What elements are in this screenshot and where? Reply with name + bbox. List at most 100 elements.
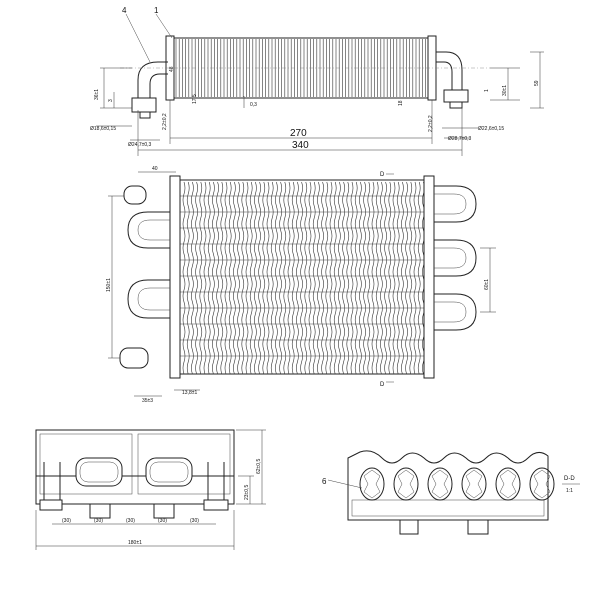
top-view: 4 1 340 270 48 36±1 3 17,5 0,3 2,2±0,2 Ø… — [90, 6, 544, 156]
front-view: D D 150±1 60±1 40 13,8±1 35±3 — [106, 166, 496, 404]
fin-wave — [182, 181, 186, 375]
dim-62: 62±0,5 — [256, 459, 262, 474]
fin-wave — [283, 181, 287, 375]
dim-1-right: 1 — [484, 89, 490, 92]
dim-35: 35±3 — [142, 398, 153, 404]
fin-wave — [359, 181, 362, 375]
top-left-elbow — [137, 61, 168, 108]
u-bend-left-inner — [137, 287, 170, 311]
fin-wave — [199, 181, 203, 375]
dim-pitch-1: (30) — [62, 518, 71, 524]
fin-wave — [392, 181, 396, 375]
fin-wave — [401, 181, 404, 375]
dim-overall-length: 340 — [292, 140, 309, 151]
dim-18: 18 — [398, 100, 404, 106]
section-tube — [393, 467, 419, 501]
front-left-u-bends — [127, 211, 170, 319]
callout-1: 1 — [154, 6, 159, 15]
section-turbulator — [397, 469, 415, 499]
end-outer-frame — [35, 429, 235, 505]
fin-wave — [237, 181, 240, 375]
dim-phi-28-7: Ø28,7±0,3 — [448, 136, 472, 142]
fin-wave — [342, 181, 345, 375]
fin-wave — [287, 181, 291, 375]
u-bend-left-inner — [137, 219, 170, 241]
front-right-end-plate — [423, 175, 435, 379]
front-fins — [180, 181, 425, 375]
fin-wave — [275, 181, 278, 375]
u-bend-right-inner — [434, 193, 467, 215]
section-view: 6 D-D 1:1 — [322, 450, 580, 535]
fin-wave — [388, 181, 392, 375]
fin-wave — [258, 181, 261, 375]
section-mark-bottom: D — [380, 382, 385, 388]
fin-wave — [417, 181, 421, 375]
dim-width-180: 180±1 — [128, 540, 142, 546]
section-mark-top: D — [380, 172, 385, 178]
dim-150: 150±1 — [106, 278, 112, 292]
fin-wave — [203, 181, 207, 375]
fin-wave — [300, 181, 303, 375]
fin-wave — [396, 181, 400, 375]
fin-wave — [405, 181, 408, 375]
fin-wave — [233, 181, 236, 375]
u-bend-left — [127, 211, 170, 249]
fin-wave — [308, 181, 312, 375]
end-pipe-left — [75, 457, 123, 487]
u-bend-left — [127, 279, 170, 319]
fin-wave — [384, 181, 387, 375]
section-outline — [347, 450, 549, 521]
fin-wave — [279, 181, 282, 375]
u-bend-right — [434, 239, 477, 277]
section-turbulator — [431, 469, 449, 499]
top-right-fitting-nut — [449, 101, 463, 109]
fin-wave — [338, 181, 341, 375]
fin-wave — [220, 181, 224, 375]
front-right-u-bends — [434, 185, 477, 331]
end-stub-1 — [89, 503, 111, 519]
front-top-stub — [123, 185, 147, 205]
u-bend-right-inner — [434, 301, 467, 323]
fin-wave — [371, 181, 375, 375]
fin-wave — [409, 181, 413, 375]
u-bend-right-inner — [434, 247, 467, 269]
section-tube — [461, 467, 487, 501]
callout-6: 6 — [322, 477, 327, 486]
dim-pitch-3: (30) — [126, 518, 135, 524]
section-title: D-D — [564, 476, 575, 482]
dim-36: 36±1 — [94, 89, 100, 100]
fin-wave — [346, 181, 350, 375]
dim-13-8: 13,8±1 — [182, 390, 197, 396]
section-stub-right — [467, 519, 489, 535]
callout-4: 4 — [122, 6, 127, 15]
fin-wave — [207, 181, 211, 375]
dim-pitch-2: (30) — [94, 518, 103, 524]
section-tube — [529, 467, 555, 501]
fin-wave — [195, 181, 198, 375]
dim-48: 48 — [169, 66, 175, 72]
dim-3: 3 — [108, 99, 114, 102]
dim-phi-22-6: Ø22,6±0,15 — [478, 126, 504, 132]
fin-wave — [367, 181, 371, 375]
dim-0-3: 0,3 — [250, 102, 257, 108]
fin-wave — [241, 181, 245, 375]
dim-pitch-5: (30) — [190, 518, 199, 524]
section-turbulator — [465, 469, 483, 499]
fin-wave — [191, 181, 194, 375]
fin-wave — [186, 181, 190, 375]
u-bend-right — [434, 293, 477, 331]
fin-wave — [354, 181, 358, 375]
section-turbulator — [363, 469, 381, 499]
end-pipe-right — [145, 457, 193, 487]
fin-wave — [291, 181, 295, 375]
front-left-end-plate — [169, 175, 181, 379]
fin-wave — [413, 181, 417, 375]
section-tube — [359, 467, 385, 501]
fin-wave — [321, 181, 324, 375]
front-bottom-stub — [119, 347, 149, 369]
fin-wave — [380, 181, 383, 375]
fin-wave — [216, 181, 219, 375]
section-tubes — [359, 467, 555, 501]
fin-wave — [262, 181, 266, 375]
